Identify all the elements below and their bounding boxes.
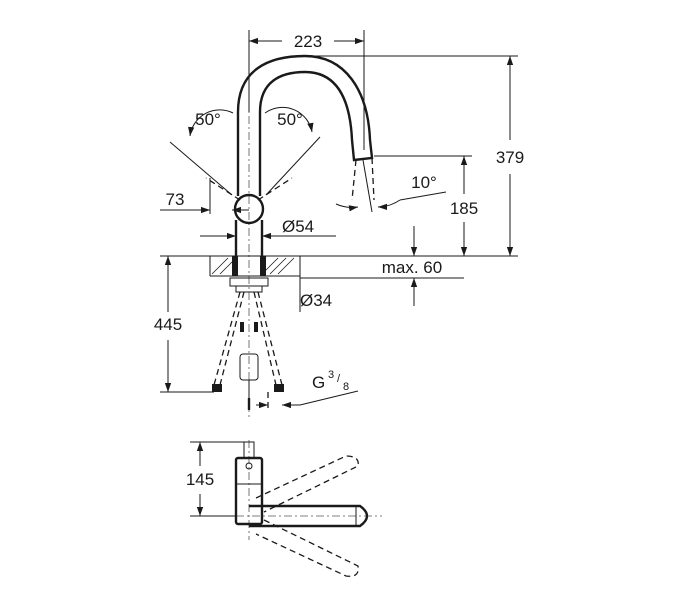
dim-diameter-34: Ø34 — [299, 276, 332, 312]
label-diameter-34: Ø34 — [300, 291, 332, 310]
label-thread-den: 8 — [343, 381, 349, 393]
label-angle-left: 50° — [195, 110, 221, 129]
countertop-section — [160, 255, 518, 293]
label-445: 445 — [154, 315, 182, 334]
dim-spout-angle: 10° — [335, 159, 447, 213]
label-max-60: max. 60 — [382, 258, 442, 277]
dim-below-445: 445 — [154, 256, 214, 393]
dim-thread-g38: G 3 / 8 — [256, 369, 359, 409]
faucet-top-view — [234, 440, 382, 577]
dim-spout-height-185: 185 — [374, 155, 478, 256]
label-10-deg: 10° — [411, 173, 437, 192]
label-73: 73 — [166, 190, 185, 209]
label-angle-right: 50° — [277, 110, 303, 129]
label-223: 223 — [294, 32, 322, 51]
dim-counter-max60: max. 60 — [300, 226, 464, 306]
label-379: 379 — [496, 148, 524, 167]
label-diameter-54: Ø54 — [282, 217, 314, 236]
dim-diameter-54: Ø54 — [200, 217, 336, 240]
dim-width-223: 223 — [248, 30, 365, 150]
supply-hoses — [212, 291, 284, 410]
label-thread-num: 3 — [328, 369, 334, 381]
label-145: 145 — [186, 470, 214, 489]
dim-offset-73: 73 — [160, 178, 249, 214]
label-thread-slash: / — [337, 373, 341, 385]
dim-depth-145: 145 — [186, 441, 244, 517]
dim-height-379: 379 — [305, 55, 524, 256]
label-thread-g: G — [312, 373, 325, 392]
label-185: 185 — [450, 199, 478, 218]
dim-lever-angles: 50° 50° — [169, 106, 321, 196]
